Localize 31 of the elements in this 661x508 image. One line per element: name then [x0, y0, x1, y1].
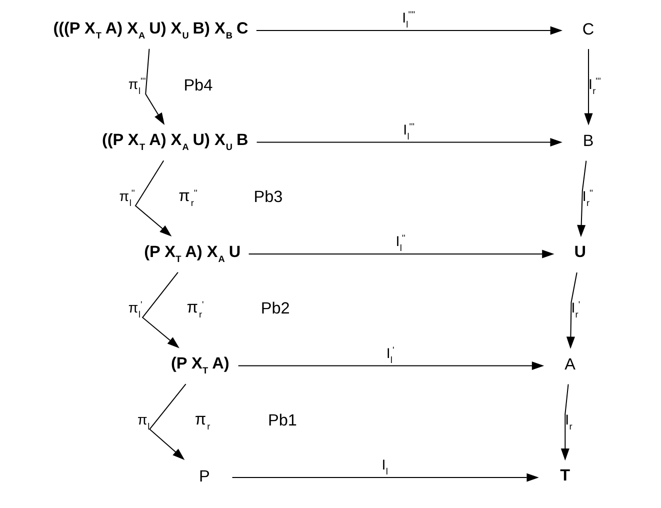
arrow [142, 272, 180, 348]
arrow [232, 473, 539, 482]
arrow [238, 361, 544, 370]
label: Pb4 [184, 76, 213, 94]
node-text: P [198, 467, 210, 486]
node-text: (P X$_{T}$ A) [171, 354, 230, 376]
arrow [560, 384, 570, 461]
arrow [256, 26, 563, 35]
arrow [134, 160, 172, 236]
label: π$_{r}$ [194, 410, 210, 432]
arrow [145, 48, 165, 126]
arrow [577, 160, 587, 238]
node-text: A [564, 356, 576, 374]
arrow [248, 250, 554, 258]
arrow [584, 49, 593, 126]
node-text: U [574, 242, 586, 261]
edge-label: I$_{l}$ [382, 458, 388, 477]
node-text: (((P X$_{T}$ A) X$_{A}$ U) X$_{U}$ B) X$_{B}$ C [53, 19, 248, 40]
label: Pb1 [268, 411, 297, 430]
node-text: B [582, 132, 594, 150]
arrow [566, 272, 578, 349]
node-text: T [560, 466, 570, 484]
arrow [149, 384, 186, 460]
label: Pb2 [260, 300, 290, 318]
node-text: C [582, 20, 594, 38]
edge-label: π$_{l}$ [138, 412, 150, 432]
label: Pb3 [254, 188, 283, 206]
edge-label: I$_{r}$ [565, 412, 572, 432]
arrow [256, 138, 562, 147]
node-text: (P X$_{T}$ A) X$_{A}$ U [144, 242, 241, 264]
node-text: ((P X$_{T}$ A) X$_{A}$ U) X$_{U}$ B [102, 131, 248, 152]
